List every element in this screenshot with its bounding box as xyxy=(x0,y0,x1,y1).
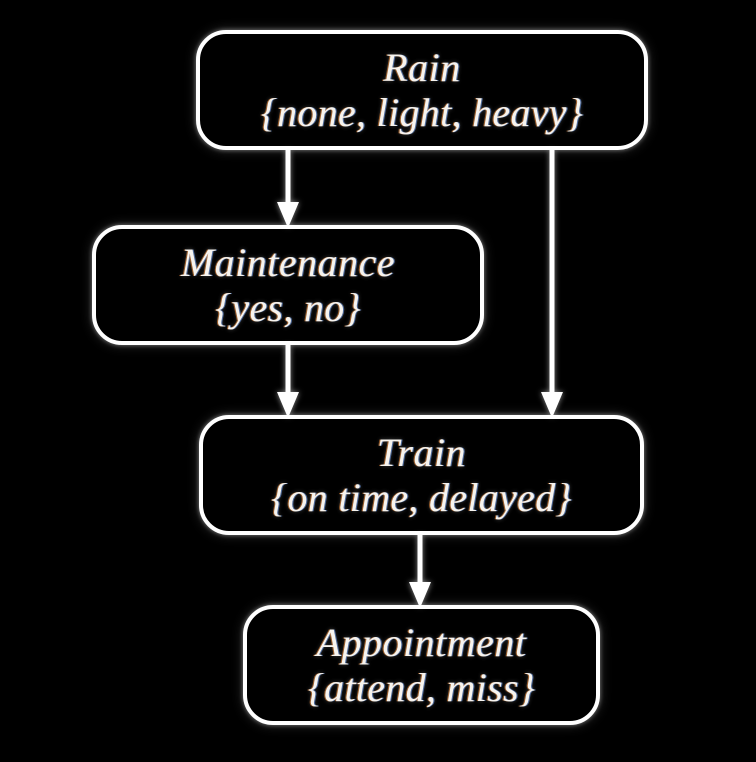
edge-train-to-appointment-arrow-icon xyxy=(409,535,431,608)
node-rain-states: {none, light, heavy} xyxy=(260,90,584,135)
node-train[interactable]: Train {on time, delayed} xyxy=(199,415,644,535)
node-train-label: Train xyxy=(376,429,467,475)
node-rain[interactable]: Rain {none, light, heavy} xyxy=(196,30,648,150)
edge-rain-to-train-arrow-icon xyxy=(541,150,563,418)
node-appointment[interactable]: Appointment {attend, miss} xyxy=(243,605,600,725)
node-maintenance-states: {yes, no} xyxy=(215,285,361,330)
node-maintenance[interactable]: Maintenance {yes, no} xyxy=(92,225,484,345)
node-rain-label: Rain xyxy=(383,44,461,90)
edge-maintenance-to-train-arrow-icon xyxy=(277,345,299,418)
node-appointment-states: {attend, miss} xyxy=(307,665,536,710)
node-maintenance-label: Maintenance xyxy=(180,239,396,285)
node-appointment-label: Appointment xyxy=(316,619,527,665)
node-train-states: {on time, delayed} xyxy=(271,475,572,520)
edge-rain-to-maintenance-arrow-icon xyxy=(277,150,299,228)
